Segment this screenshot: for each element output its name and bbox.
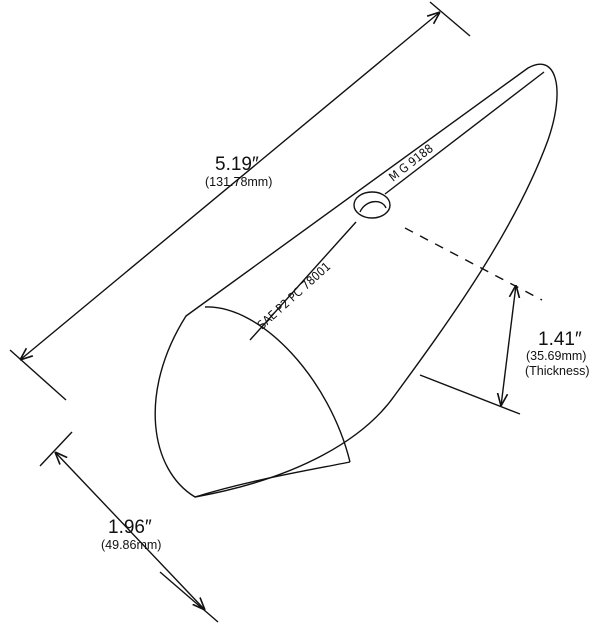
center-hole [353, 191, 391, 219]
width-extension-lower [159, 571, 219, 623]
thickness-extension-dashed [404, 227, 543, 301]
thickness-imperial: 1.41″ [538, 329, 582, 350]
width-extension-upper [39, 431, 73, 467]
thickness-metric: (35.69mm) [526, 349, 586, 363]
width-metric: (49.86mm) [101, 538, 161, 552]
length-extension-lower [9, 349, 67, 401]
width-imperial: 1.96″ [108, 517, 152, 538]
length-dimension-line [20, 12, 440, 360]
length-metric: (131.78mm) [205, 175, 272, 189]
front-face-bottom [194, 461, 351, 498]
thickness-note: (Thickness) [525, 364, 590, 378]
thickness-extension-lower [419, 374, 521, 415]
length-imperial: 5.19″ [215, 154, 259, 175]
front-face-arc [204, 306, 351, 463]
part-outline [154, 63, 558, 498]
length-extension-upper [429, 1, 471, 37]
width-dimension-line [55, 452, 205, 610]
thickness-dimension-line [501, 285, 516, 406]
marking-lower: SAE P2 PC 78001 [255, 259, 334, 332]
marking-upper: M G 9188 [386, 141, 436, 184]
seam-line-upper [384, 71, 545, 195]
